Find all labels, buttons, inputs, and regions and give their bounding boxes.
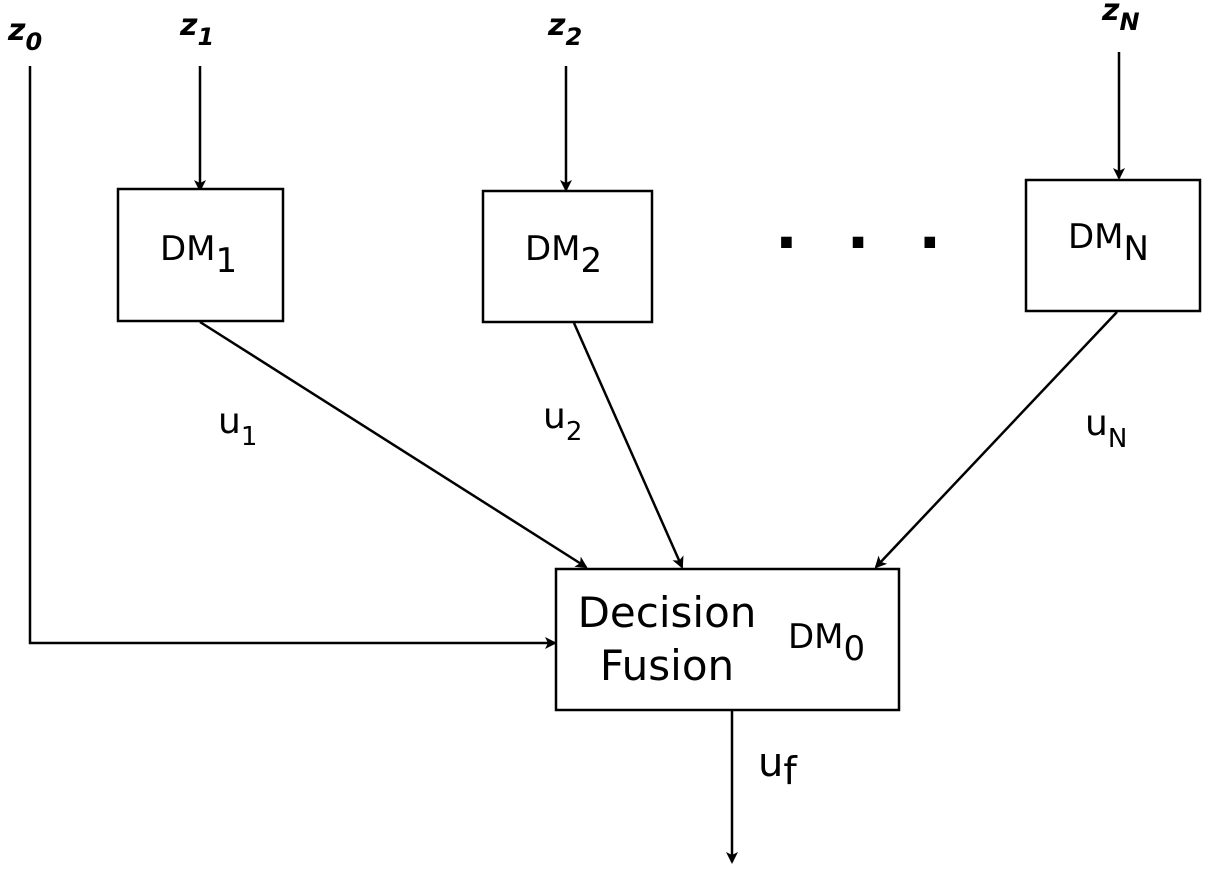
uN-label: uN (1085, 403, 1127, 454)
uf-label: uf (758, 740, 798, 793)
dm2-box (481, 189, 654, 324)
observation-z2-label: z2 (547, 8, 582, 51)
observation-z1-label: z1 (179, 8, 214, 51)
dm0-label: DM0 (788, 617, 865, 669)
fusion-center-box (554, 567, 901, 712)
dm1-label: DM1 (160, 229, 237, 281)
u2-label: u2 (543, 396, 582, 447)
observation-z0-label: z0 (7, 13, 42, 56)
dm1-box (116, 187, 285, 323)
ellipsis: · · · (775, 208, 955, 278)
dm2-label: DM2 (525, 229, 602, 281)
u1-arrow (199, 320, 588, 569)
u1-label: u1 (218, 401, 257, 452)
fusion-line2: Fusion (600, 641, 734, 690)
fusion-line1: Decision (578, 588, 757, 637)
observation-zN-label: zN (1101, 0, 1140, 36)
uN-arrow (874, 311, 1118, 569)
z0-to-fusion-arrow (28, 66, 557, 649)
u2-arrow (572, 322, 684, 569)
dmN-box (1024, 178, 1202, 313)
dmN-label: DMN (1068, 217, 1149, 269)
